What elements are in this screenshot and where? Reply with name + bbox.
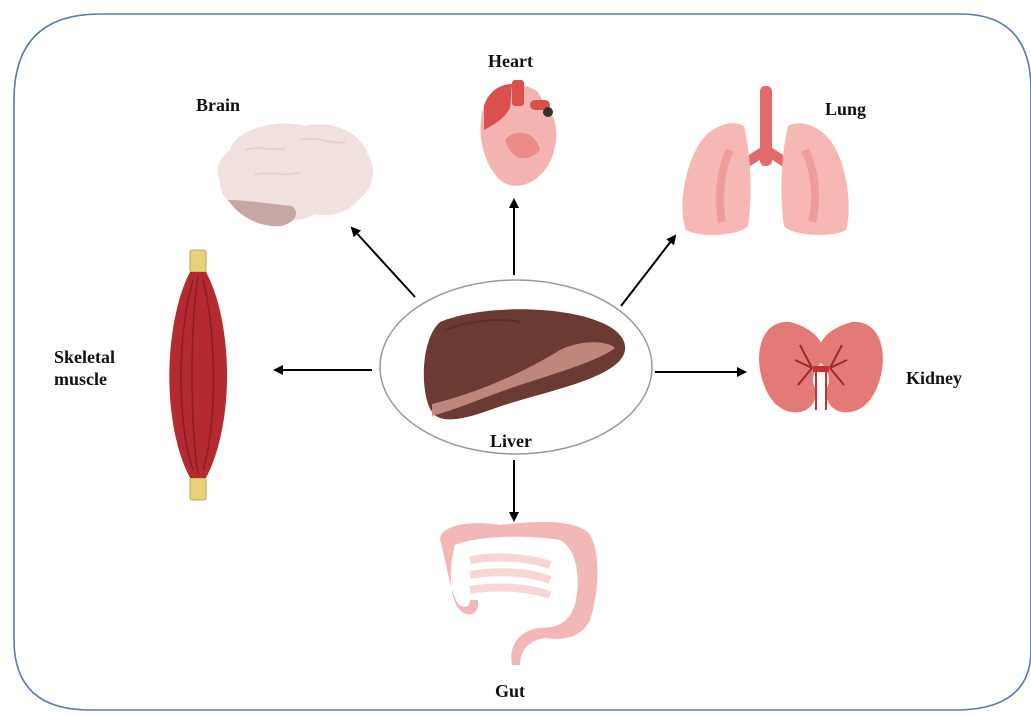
kidney-label: Kidney [906, 367, 962, 389]
arrow-to-brain [352, 228, 415, 297]
brain-icon [218, 123, 373, 226]
gut-label: Gut [495, 680, 525, 702]
gut-icon [440, 522, 598, 665]
arrow-to-lung [621, 236, 675, 306]
liver-label: Liver [490, 430, 532, 452]
skeletal-muscle-icon [169, 250, 227, 500]
brain-label: Brain [196, 94, 240, 116]
liver-icon [424, 309, 625, 419]
kidney-icon [759, 322, 883, 412]
lung-label: Lung [825, 98, 866, 120]
heart-label: Heart [488, 50, 533, 72]
lung-icon [682, 86, 848, 235]
skeletal-muscle-label: Skeletal muscle [54, 346, 144, 390]
heart-icon [480, 80, 556, 186]
